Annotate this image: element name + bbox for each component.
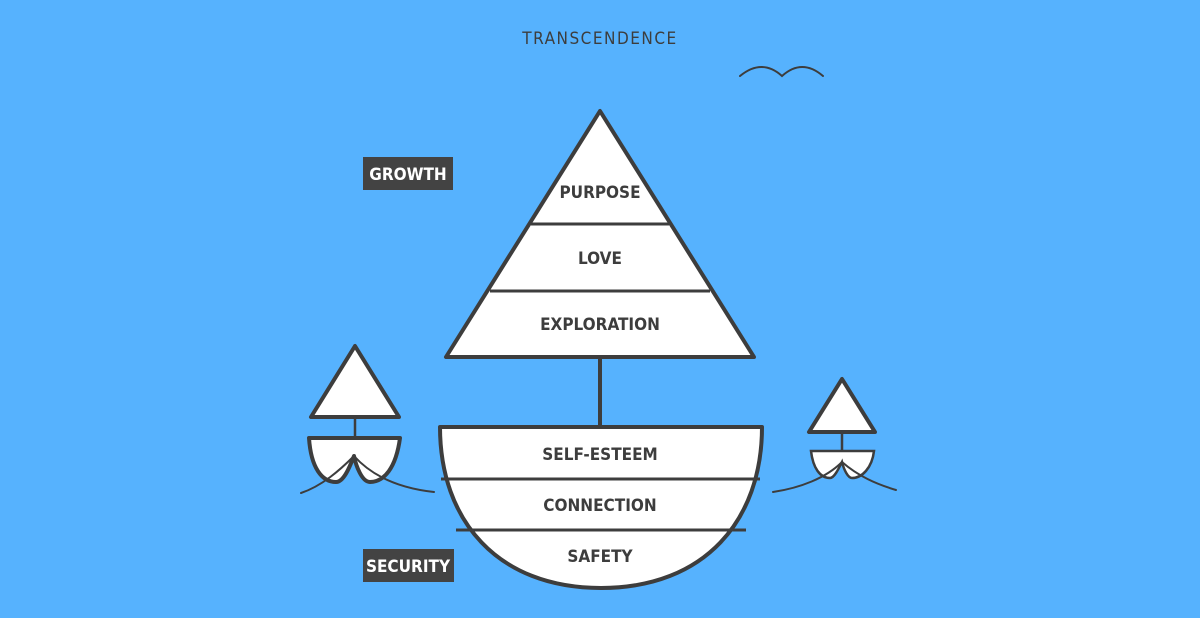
diagram-title: TRANSCENDENCE	[521, 29, 677, 49]
bird-icon	[739, 66, 824, 78]
sailboat-icon	[772, 377, 897, 493]
security-label: SECURITY	[366, 557, 451, 577]
sail-layer-exploration: EXPLORATION	[540, 315, 660, 335]
sail-pyramid: PURPOSE LOVE EXPLORATION	[444, 109, 756, 359]
growth-label: GROWTH	[369, 165, 446, 185]
sailboat-icon	[300, 344, 435, 494]
hull-layer-connection: CONNECTION	[543, 496, 656, 516]
security-badge: SECURITY	[363, 549, 454, 582]
hull-layer-self-esteem: SELF-ESTEEM	[542, 445, 658, 465]
sail-layer-love: LOVE	[578, 249, 622, 269]
growth-badge: GROWTH	[363, 157, 453, 190]
sail-layer-purpose: PURPOSE	[559, 183, 640, 203]
hull: SELF-ESTEEM CONNECTION SAFETY	[438, 425, 764, 590]
hull-layer-safety: SAFETY	[567, 547, 633, 567]
